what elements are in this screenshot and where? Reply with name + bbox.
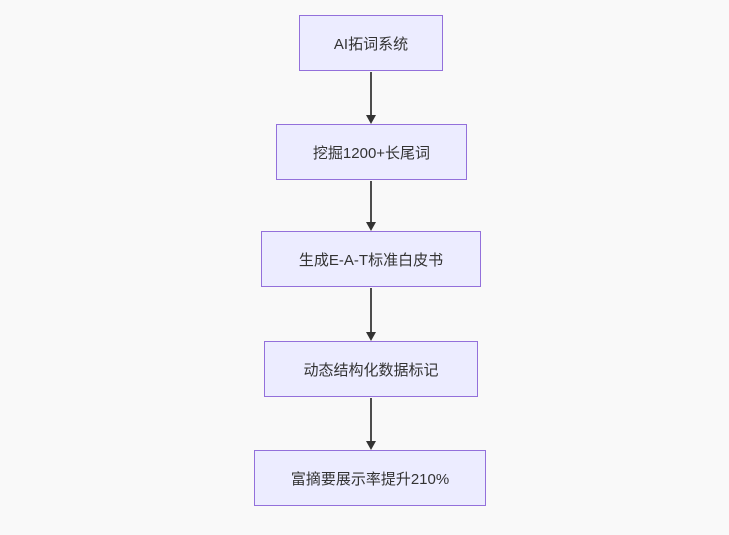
- flow-node-label: 挖掘1200+长尾词: [312, 144, 431, 162]
- flow-node-rich-snippet-result: 富摘要展示率提升210%: [254, 450, 486, 506]
- arrow-line: [370, 181, 372, 223]
- flow-arrow-2: [365, 181, 377, 231]
- arrow-line: [370, 398, 372, 442]
- arrow-head-down-icon: [366, 441, 376, 450]
- flow-node-eat-whitepaper: 生成E-A-T标准白皮书: [261, 231, 481, 287]
- flow-node-label: AI拓词系统: [333, 35, 409, 53]
- arrow-head-down-icon: [366, 115, 376, 124]
- flow-node-label: 动态结构化数据标记: [303, 361, 439, 379]
- flow-node-label: 富摘要展示率提升210%: [290, 470, 450, 488]
- flow-arrow-4: [365, 398, 377, 450]
- flow-node-ai-word-system: AI拓词系统: [299, 15, 443, 71]
- arrow-head-down-icon: [366, 222, 376, 231]
- flow-arrow-1: [365, 72, 377, 124]
- arrow-line: [370, 72, 372, 116]
- flow-node-label: 生成E-A-T标准白皮书: [298, 251, 444, 269]
- flow-node-longtail-mining: 挖掘1200+长尾词: [276, 124, 467, 180]
- arrow-line: [370, 288, 372, 333]
- flow-node-structured-data: 动态结构化数据标记: [264, 341, 478, 397]
- flow-arrow-3: [365, 288, 377, 341]
- arrow-head-down-icon: [366, 332, 376, 341]
